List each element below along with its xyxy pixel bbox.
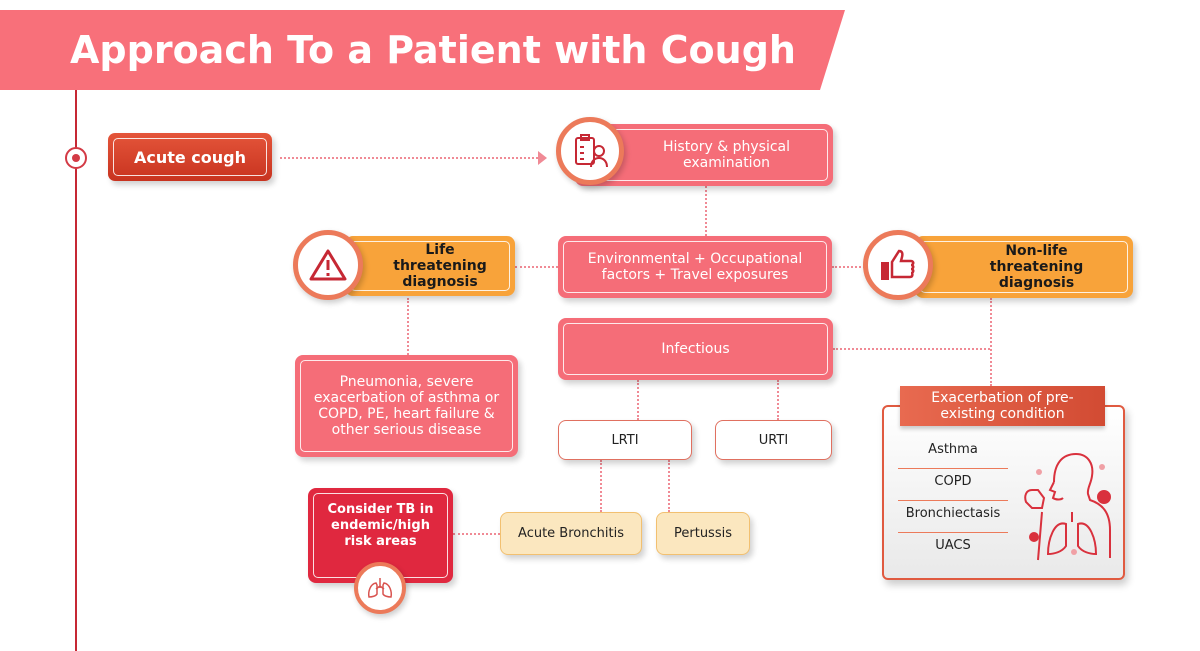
connector [705,186,707,236]
connector [777,380,779,420]
urti-node: URTI [715,420,832,460]
node-label: Life threatening diagnosis [393,242,487,290]
node-label: Environmental + Occupational factors + T… [587,251,803,283]
node-label: Pertussis [674,526,732,541]
node-label: Consider TB in endemic/high risk areas [327,502,434,549]
acute-cough-node: Acute cough [108,133,272,181]
lungs-icon [354,562,406,614]
pertussis-node: Pertussis [656,512,750,555]
warning-icon [293,230,363,300]
page-title: Approach To a Patient with Cough [70,28,796,72]
title-banner [0,10,845,90]
arrow-icon [538,151,547,165]
node-label: Infectious [661,341,730,357]
condition-item: Asthma [898,437,1008,469]
life-threatening-node: Life threatening diagnosis [345,236,515,296]
node-label: History & physical examination [662,139,791,171]
acute-bronchitis-node: Acute Bronchitis [500,512,642,555]
connector [833,348,990,350]
connector [407,298,409,355]
node-label: Pneumonia, severe exacerbation of asthma… [313,374,500,438]
node-label: Acute Bronchitis [518,526,624,541]
connector [600,460,602,512]
condition-item: COPD [898,469,1008,501]
non-life-threatening-node: Non-life threatening diagnosis [915,236,1133,298]
node-label: Acute cough [133,147,247,167]
infectious-node: Infectious [558,318,833,380]
environmental-node: Environmental + Occupational factors + T… [558,236,832,298]
connector [515,266,558,268]
connector [990,298,992,386]
exacerbation-panel: Asthma COPD Bronchiectasis UACS [882,405,1125,580]
connector [832,266,865,268]
clipboard-doctor-icon [556,117,624,185]
connector [280,157,542,159]
connector [453,533,500,535]
connector [637,380,639,420]
timeline-line [75,90,77,651]
connector [668,460,670,512]
condition-item: UACS [935,538,971,553]
node-label: LRTI [611,432,639,448]
serious-disease-node: Pneumonia, severe exacerbation of asthma… [295,355,518,457]
lrti-node: LRTI [558,420,692,460]
header-label: Exacerbation of pre-existing condition [931,390,1074,422]
node-label: URTI [758,432,789,448]
condition-item: Bronchiectasis [898,501,1008,533]
timeline-marker [65,147,87,169]
node-label: Non-life threatening diagnosis [989,243,1084,291]
coughing-person-icon [1024,452,1111,561]
thumbs-up-icon [863,230,933,300]
exacerbation-header: Exacerbation of pre-existing condition [900,386,1105,426]
